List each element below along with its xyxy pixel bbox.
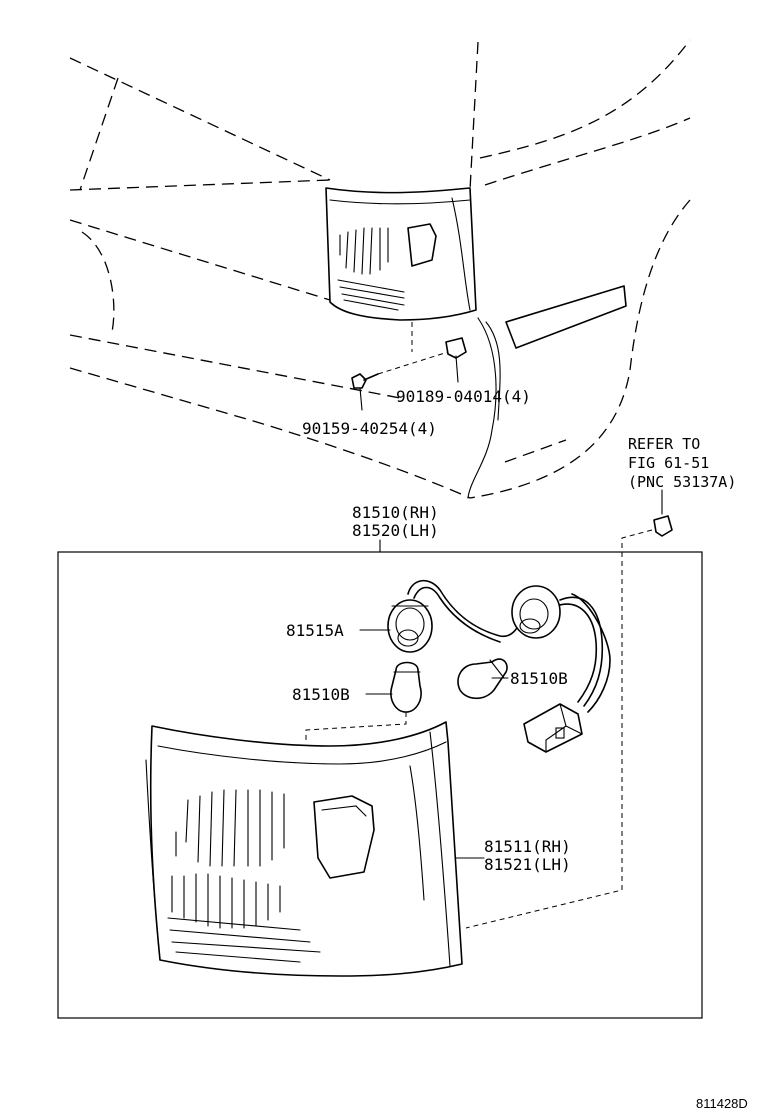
socket-right: [511, 585, 561, 639]
label-screw-part: 90159-40254(4): [302, 419, 437, 438]
label-clip-part: 90189-04014(4): [396, 387, 531, 406]
label-bulb-left: 81510B: [292, 685, 350, 704]
lens-81511: [145, 721, 463, 977]
assembly-frame: [57, 551, 703, 1019]
wiring-harness: [407, 579, 611, 753]
clip-90189-04014: [445, 337, 467, 383]
bulb-81510B-right: [457, 658, 508, 700]
clip-reference: [653, 515, 673, 537]
installed-lamp: [325, 187, 477, 375]
bulb-81510B-left: [305, 661, 422, 742]
socket-81515A-left: [387, 599, 433, 653]
label-assembly-lh: 81520(LH): [352, 521, 439, 540]
label-socket: 81515A: [286, 621, 344, 640]
label-lens-rh: 81511(RH): [484, 837, 571, 856]
label-refer-line2: FIG 61-51: [628, 454, 709, 472]
label-bulb-right: 81510B: [510, 669, 568, 688]
label-refer-line1: REFER TO: [628, 435, 700, 453]
label-lens-lh: 81521(LH): [484, 855, 571, 874]
screw-90159-40254: [351, 373, 379, 411]
diagram-code: 811428D: [696, 1096, 748, 1111]
vehicle-body-outline: [69, 39, 691, 499]
label-refer-line3: (PNC 53137A): [628, 473, 736, 491]
label-assembly-rh: 81510(RH): [352, 503, 439, 522]
